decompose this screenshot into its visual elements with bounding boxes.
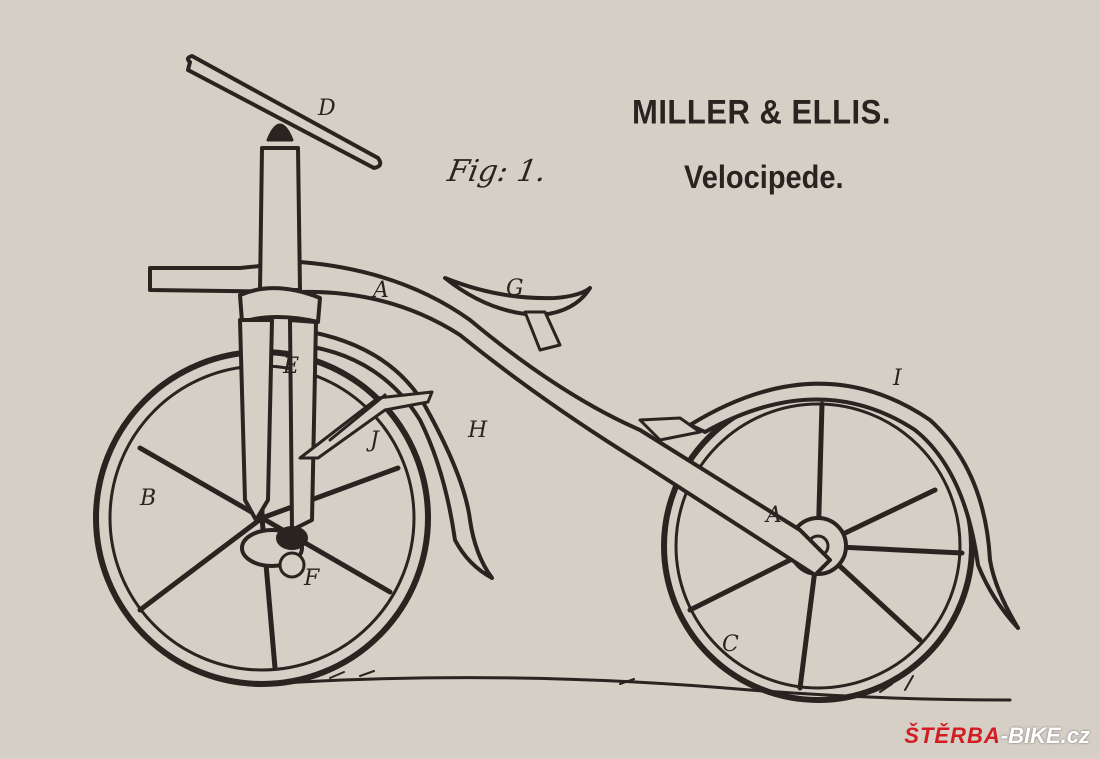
patent-title: MILLER & ELLIS. bbox=[632, 92, 891, 132]
site-watermark: ŠTĚRBA-BIKE.cz bbox=[904, 725, 1090, 747]
frame-stay bbox=[638, 416, 702, 442]
foot-rest bbox=[298, 390, 434, 460]
seat bbox=[443, 276, 592, 317]
watermark-brand: ŠTĚRBA bbox=[904, 723, 1001, 748]
ground-line bbox=[248, 676, 1012, 702]
rear-fender bbox=[688, 381, 1020, 630]
seat-post bbox=[523, 310, 562, 352]
part-label-f: F bbox=[304, 566, 320, 591]
part-label-a-lower: A bbox=[766, 503, 782, 528]
part-label-b: B bbox=[140, 486, 157, 511]
patent-subtitle: Velocipede. bbox=[684, 160, 844, 196]
part-label-j: J bbox=[370, 428, 379, 453]
crank-pedal bbox=[240, 526, 308, 579]
front-fork bbox=[238, 318, 274, 522]
head-collar bbox=[238, 286, 322, 324]
part-label-d: D bbox=[318, 96, 336, 121]
foot-rest-brace bbox=[328, 393, 387, 442]
part-label-c: C bbox=[722, 632, 739, 657]
part-label-i: I bbox=[893, 366, 902, 391]
part-label-g: G bbox=[506, 276, 524, 301]
steering-cap bbox=[266, 123, 294, 142]
steering-column bbox=[258, 146, 302, 292]
fork-leg-right bbox=[288, 318, 318, 532]
part-label-e: E bbox=[283, 354, 300, 379]
part-label-a-upper: A bbox=[373, 278, 389, 303]
handlebar bbox=[185, 54, 383, 170]
frame-backbone bbox=[148, 260, 832, 577]
watermark-suffix: -BIKE.cz bbox=[1000, 723, 1090, 748]
part-label-h: H bbox=[468, 418, 488, 443]
figure-label: Fig: 1. bbox=[444, 154, 549, 189]
